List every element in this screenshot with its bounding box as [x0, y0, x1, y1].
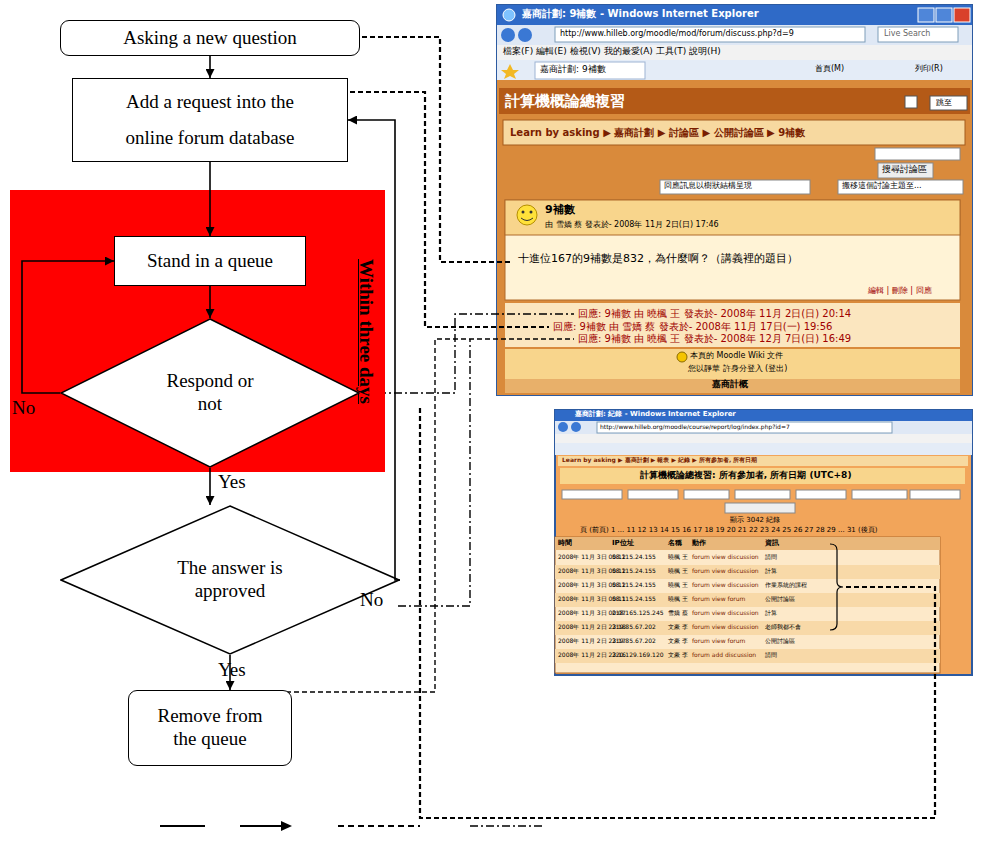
screenshot-text: 嘉商計劃: 9補數 - Windows Internet Explorer: [522, 8, 759, 19]
screenshot-text: 動作: [692, 540, 706, 548]
flow-arrow: [209, 56, 211, 78]
screenshot-text: 計算機概論總複習: 所有參加者, 所有日期 (UTC+8): [640, 471, 852, 481]
screenshot-text: 列印(R): [915, 65, 943, 74]
screenshot-text: 搬移這個討論主題至...: [842, 182, 922, 191]
screenshot-text: 作業系統的課程: [765, 582, 807, 589]
screenshot-text: 老師我都不會: [765, 624, 801, 631]
screenshot-text: 曉楓 王: [668, 582, 688, 589]
edge-label: Yes: [218, 472, 246, 493]
screenshot-text: 雪嬌 蔡: [668, 610, 688, 617]
screenshot-text: 計算機概論總複習: [505, 93, 625, 110]
start-box: Asking a new question: [60, 20, 360, 56]
time-band: Within three days Stand in a queueRespond…: [10, 190, 385, 472]
node-text: Remove from the queue: [145, 705, 275, 751]
screenshot-text: 曉楓 王: [668, 554, 688, 561]
flow-arrow: [209, 468, 211, 505]
screenshot-text: forum view discussion: [692, 624, 759, 631]
screenshot-text: 十進位167的9補數是832，為什麼啊？（講義裡的題目）: [518, 253, 798, 265]
screenshot-text: 資訊: [765, 540, 779, 548]
screenshot-text: 顯示 3042 紀錄: [730, 517, 780, 525]
screenshot-text: Live Search: [884, 30, 930, 39]
screenshot-text: 編輯 | 刪除 | 回應: [868, 287, 932, 296]
screenshot-text: 名稱: [668, 540, 682, 548]
node-text: Respond or not: [158, 370, 263, 416]
screenshot-text: 58.115.24.155: [612, 596, 656, 603]
screenshot-text: 嘉商計劃: 紀錄 - Windows Internet Explorer: [575, 411, 736, 419]
screenshot-text: 曉楓 王: [668, 596, 688, 603]
screenshot-text: forum add discussion: [692, 652, 756, 659]
node-text: The answer is approved: [155, 557, 305, 603]
screenshot-text: 公開討論區: [765, 638, 795, 645]
screenshot-text: forum view discussion: [692, 554, 759, 561]
node-text: Stand in a queue: [147, 250, 273, 273]
flow-arrow: [209, 162, 211, 236]
screenshot-text: forum view discussion: [692, 568, 759, 575]
screenshot-text: 嘉商計概: [712, 380, 748, 390]
end-box: Remove from the queue: [128, 690, 292, 766]
screenshot-text: 219.85.67.202: [612, 624, 656, 631]
screenshot-text: 回應: 9補數 由 曉楓 王 發表於- 2008年 12月 7日(日) 16:4…: [578, 333, 851, 344]
screenshot-text: 時間: [558, 540, 572, 548]
screenshot-text: 文豪 李: [668, 652, 688, 659]
edge-label: Yes: [218, 660, 246, 681]
screenshot-text: 文豪 李: [668, 638, 688, 645]
screenshot-text: 218.165.125.245: [612, 610, 664, 617]
screenshot-text: 嘉商計劃: 9補數: [540, 65, 606, 75]
screenshot-text: 回應訊息以樹狀結構呈現: [664, 182, 752, 191]
screenshot-text: 58.115.24.155: [612, 568, 656, 575]
screenshot-text: 首頁(M): [815, 65, 844, 74]
process-box: Add a request into the online forum data…: [72, 78, 348, 162]
screenshot-text: 219.85.67.202: [612, 638, 656, 645]
screenshot-text: 9補數: [545, 204, 575, 216]
screenshot-text: forum view forum: [692, 638, 745, 645]
screenshot-text: 搜尋討論區: [882, 165, 927, 175]
node-text: Asking a new question: [123, 27, 297, 50]
screenshot-text: forum view discussion: [692, 582, 759, 589]
screenshot-text: Learn by asking ▶ 嘉商計劃 ▶ 報表 ▶ 紀錄 ▶ 所有參加者…: [562, 457, 757, 464]
screenshot-text: Learn by asking ▶ 嘉商計劃 ▶ 討論區 ▶ 公開討論區 ▶ 9…: [510, 127, 805, 138]
band-title: Within three days: [354, 259, 377, 404]
screenshot-text: 曉楓 王: [668, 568, 688, 575]
decision-diamond: The answer is approved: [60, 505, 400, 655]
screenshot-text: 檔案(F) 編輯(E) 檢視(V) 我的最愛(A) 工具(T) 說明(H): [503, 47, 721, 57]
edge-label: No: [12, 398, 35, 419]
screenshot-text: 文豪 李: [668, 624, 688, 631]
screenshot-text: 您以靜華 許身分登入 (登出): [688, 365, 787, 374]
screenshot-text: http://www.hilleb.org/moodle/course/repo…: [600, 424, 790, 431]
screenshot-text: 220.129.169.120: [612, 652, 664, 659]
screenshot-text: 回應: 9補數 由 雪嬌 蔡 發表於- 2008年 11月 17日(一) 19:…: [553, 321, 832, 332]
screenshot-text: 請問: [765, 554, 777, 561]
flow-arrow: [209, 286, 211, 318]
screenshot-text: 由 雪嬌 蔡 發表於- 2008年 11月 2日(日) 17:46: [545, 221, 719, 230]
screenshot-text: 58.115.24.155: [612, 554, 656, 561]
screenshot-text: IP位址: [612, 540, 634, 548]
screenshot-text: 計算: [765, 568, 777, 575]
screenshot-text: http://www.hilleb.org/moodle/mod/forum/d…: [560, 30, 794, 39]
screenshot-text: forum view forum: [692, 596, 745, 603]
screenshot-text: 公開討論區: [765, 596, 795, 603]
screenshot-text: 頁 (前頁) 1 ... 11 12 13 14 15 16 17 18 19 …: [580, 527, 878, 535]
screenshot-text: 計算: [765, 610, 777, 617]
screenshot-text: 跳至: [936, 99, 952, 108]
screenshot-text: 請問: [765, 652, 777, 659]
node-text: Add a request into the online forum data…: [103, 84, 318, 156]
screenshot-text: 本頁的 Moodle Wiki 文件: [690, 352, 783, 361]
screenshot-text: 回應: 9補數 由 曉楓 王 發表於- 2008年 11月 2日(日) 20:1…: [578, 308, 851, 319]
screenshot-text: forum view discussion: [692, 610, 759, 617]
decision-diamond: Respond or not: [60, 318, 360, 468]
process-box: Stand in a queue: [114, 236, 306, 286]
edge-label: No: [360, 590, 383, 611]
screenshot-text: 58.115.24.155: [612, 582, 656, 589]
